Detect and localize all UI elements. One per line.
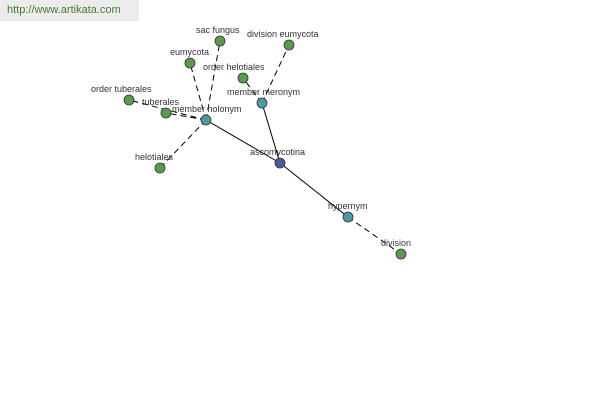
- node-label-sac-fungus[interactable]: sac fungus: [196, 25, 240, 35]
- node-label-member-meronym[interactable]: member meronym: [227, 87, 300, 97]
- node-dot-hypernym[interactable]: [342, 211, 354, 223]
- node-label-division[interactable]: division: [381, 238, 411, 248]
- node-label-member-holonym[interactable]: member holonym: [172, 104, 242, 114]
- edge-ascomycotina-to-member-meronym: [261, 102, 281, 164]
- edge-member-holonym-to-order-tuberales: [128, 99, 207, 121]
- node-label-ascomycotina[interactable]: ascomycotina: [250, 147, 305, 157]
- node-ascomycotina[interactable]: ascomycotina: [250, 147, 305, 169]
- node-dot-division-eumycota[interactable]: [283, 39, 295, 51]
- node-division[interactable]: division: [381, 238, 411, 260]
- node-label-division-eumycota[interactable]: division eumycota: [247, 29, 319, 39]
- node-label-hypernym[interactable]: hypernym: [328, 201, 368, 211]
- node-label-helotiales[interactable]: helotiales: [135, 152, 174, 162]
- node-dot-member-holonym[interactable]: [200, 114, 212, 126]
- node-hypernym[interactable]: hypernym: [328, 201, 368, 223]
- edge-ascomycotina-to-member-holonym: [205, 119, 281, 164]
- node-dot-sac-fungus[interactable]: [214, 35, 226, 47]
- node-label-tuberales[interactable]: tuberales: [142, 97, 180, 107]
- node-label-order-tuberales[interactable]: order tuberales: [91, 84, 152, 94]
- node-dot-helotiales[interactable]: [154, 162, 166, 174]
- node-dot-member-meronym[interactable]: [256, 97, 268, 109]
- node-dot-ascomycotina[interactable]: [274, 157, 286, 169]
- edge-hypernym-to-division: [347, 216, 402, 255]
- node-label-order-helotiales[interactable]: order helotiales: [203, 62, 265, 72]
- node-dot-tuberales[interactable]: [160, 107, 172, 119]
- edge-member-holonym-to-sac-fungus: [205, 40, 221, 121]
- node-sac-fungus[interactable]: sac fungus: [196, 25, 240, 47]
- edge-member-meronym-to-division-eumycota: [261, 44, 290, 104]
- edge-ascomycotina-to-hypernym: [279, 162, 349, 218]
- node-label-eumycota[interactable]: eumycota: [170, 47, 209, 57]
- node-eumycota[interactable]: eumycota: [170, 47, 209, 69]
- url-text[interactable]: http://www.artikata.com: [7, 4, 121, 16]
- node-tuberales[interactable]: tuberales: [142, 97, 180, 119]
- node-helotiales[interactable]: helotiales: [135, 152, 174, 174]
- node-dot-order-helotiales[interactable]: [237, 72, 249, 84]
- node-member-meronym[interactable]: member meronym: [227, 87, 300, 109]
- graph-edges: [128, 40, 402, 255]
- edge-member-holonym-to-helotiales: [159, 119, 207, 169]
- node-division-eumycota[interactable]: division eumycota: [247, 29, 319, 51]
- node-dot-eumycota[interactable]: [184, 57, 196, 69]
- graph-nodes: ascomycotina hypernym division member meron…: [91, 25, 411, 260]
- node-member-holonym[interactable]: member holonym: [172, 104, 242, 126]
- node-dot-division[interactable]: [395, 248, 407, 260]
- node-order-tuberales[interactable]: order tuberales: [91, 84, 152, 106]
- edge-member-holonym-to-tuberales: [165, 112, 207, 121]
- node-order-helotiales[interactable]: order helotiales: [203, 62, 265, 84]
- url-banner[interactable]: http://www.artikata.com: [0, 0, 139, 21]
- node-dot-order-tuberales[interactable]: [123, 94, 135, 106]
